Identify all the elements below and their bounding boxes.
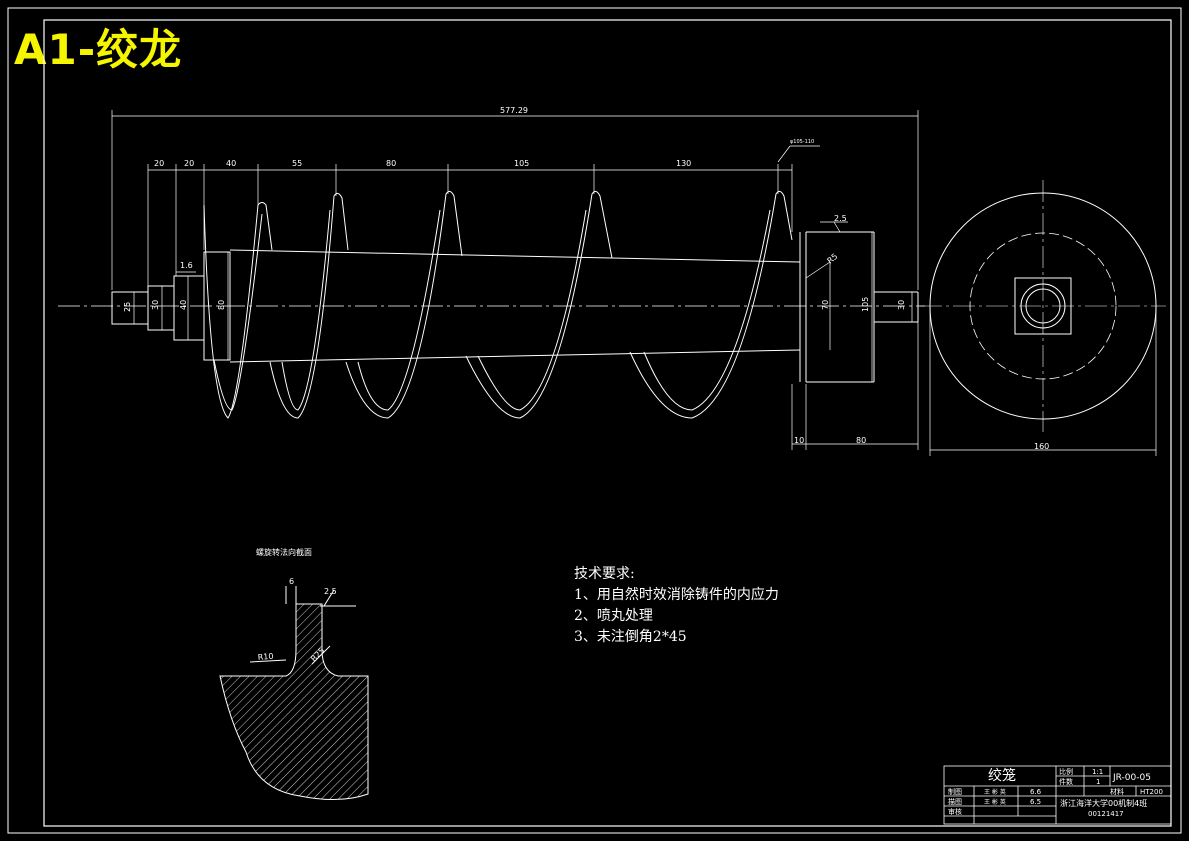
- dim-10: 10: [794, 436, 804, 445]
- tb-school: 浙江海洋大学00机制4班: [1060, 798, 1147, 808]
- tb-traced: 描图: [948, 797, 962, 806]
- dim-v40: 40: [179, 300, 188, 310]
- end-view: [920, 180, 1166, 432]
- technical-requirements: 技术要求: 1、用自然时效消除铸件的内应力 2、喷丸处理 3、未注倒角2*45: [574, 564, 779, 648]
- inner-border: [43, 19, 1172, 827]
- tb-qty-label: 件数: [1059, 777, 1073, 786]
- req-heading: 技术要求:: [574, 566, 635, 582]
- dim-20a: 20: [154, 159, 164, 168]
- vertical-dimensions: [133, 221, 913, 382]
- section-dim-6: 6: [289, 577, 294, 586]
- req-item-2: 2、喷丸处理: [574, 608, 653, 624]
- tb-checked: 审核: [948, 807, 962, 816]
- tb-material: HT200: [1140, 788, 1163, 796]
- tb-student-id: 00121417: [1088, 810, 1124, 818]
- section-title: 螺旋转法向截面: [256, 547, 312, 557]
- title-block: [943, 765, 1172, 825]
- tb-qty: 1: [1096, 778, 1100, 786]
- tb-traced-date: 6.5: [1030, 798, 1041, 806]
- tb-code: JR-00-05: [1112, 773, 1151, 783]
- dim-55: 55: [292, 159, 302, 168]
- tb-drawn-date: 6.6: [1030, 788, 1042, 796]
- dim-20b: 20: [184, 159, 194, 168]
- dim-phi: φ105-110: [790, 139, 814, 145]
- dim-v30b: 30: [897, 300, 906, 310]
- tb-drawn-name: 王 彬 英: [984, 788, 1006, 796]
- dim-105: 105: [514, 159, 529, 168]
- req-item-3: 3、未注倒角2*45: [574, 629, 687, 645]
- outer-border: [7, 7, 1182, 834]
- blade-section: [219, 586, 369, 801]
- dim-130: 130: [676, 159, 691, 168]
- dim-v105: 105: [861, 297, 870, 312]
- screw-flights: [203, 190, 793, 419]
- tb-scale-label: 比例: [1059, 767, 1073, 776]
- tb-name: 绞笼: [988, 767, 1016, 784]
- dim-160: 160: [1034, 442, 1049, 451]
- rough-2-5: 2.5: [834, 214, 847, 223]
- screw-core: [229, 231, 919, 383]
- dim-v80: 80: [217, 300, 226, 310]
- dim-overall: 577.29: [500, 106, 528, 115]
- bottom-dimensions: [791, 306, 1157, 456]
- tb-traced-name: 王 彬 英: [984, 798, 1006, 806]
- top-dimensions: [111, 110, 919, 290]
- drawing-title: A1-绞龙: [14, 25, 183, 74]
- dim-40: 40: [226, 159, 236, 168]
- dim-80b: 80: [856, 436, 866, 445]
- shaft-left: [111, 251, 231, 361]
- dim-v70: 70: [821, 300, 830, 310]
- tb-scale: 1:1: [1092, 768, 1103, 776]
- dim-v30a: 30: [151, 300, 160, 310]
- section-r10: R10: [257, 652, 273, 662]
- dim-80: 80: [386, 159, 396, 168]
- dim-v25: 25: [123, 302, 132, 312]
- tb-drawn: 制图: [948, 787, 962, 796]
- tb-material-label: 材料: [1110, 787, 1124, 796]
- section-rough: 2.5: [324, 587, 337, 596]
- rough-1-6: 1.6: [180, 261, 193, 270]
- req-item-1: 1、用自然时效消除铸件的内应力: [574, 587, 779, 603]
